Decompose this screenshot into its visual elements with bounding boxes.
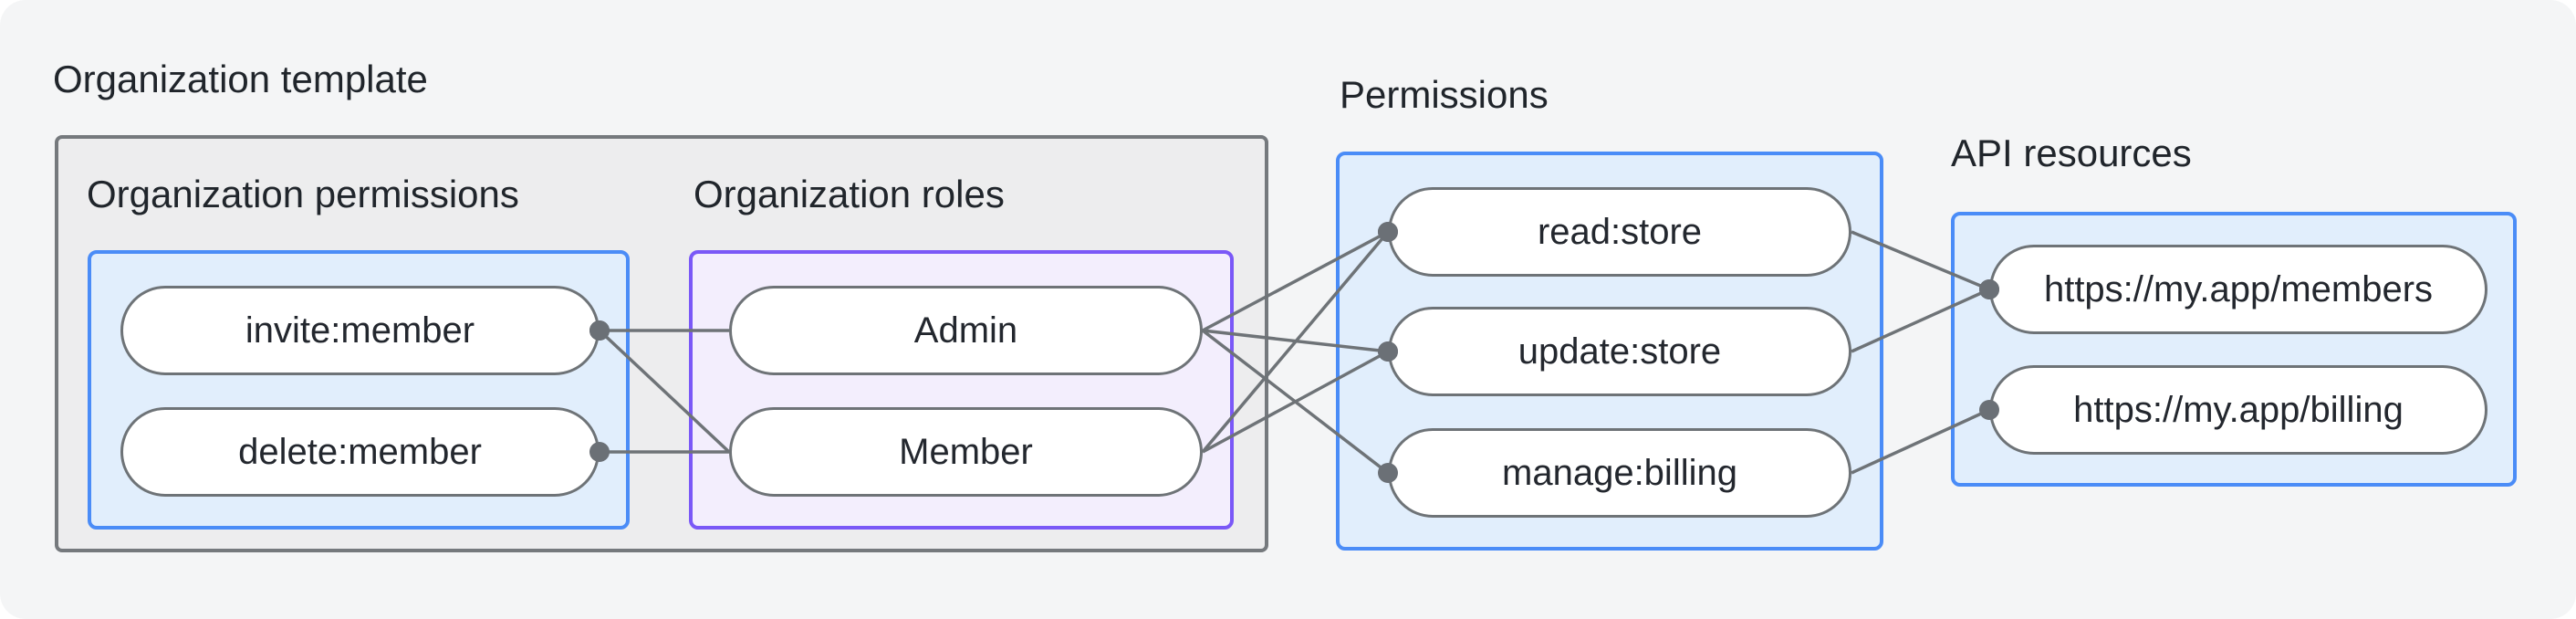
node-update-store: update:store	[1388, 307, 1851, 396]
node-delete-member: delete:member	[120, 407, 600, 497]
permissions-title: Permissions	[1340, 73, 1549, 116]
node-manage-billing: manage:billing	[1388, 428, 1851, 518]
node-api-members-url: https://my.app/members	[1989, 245, 2487, 334]
node-admin-role: Admin	[729, 286, 1203, 375]
node-read-store: read:store	[1388, 187, 1851, 277]
node-invite-member: invite:member	[120, 286, 600, 375]
org-roles-title: Organization roles	[694, 173, 1005, 215]
org-permissions-title: Organization permissions	[87, 173, 519, 215]
node-member-role: Member	[729, 407, 1203, 497]
node-api-billing-url: https://my.app/billing	[1989, 365, 2487, 455]
org-template-title: Organization template	[53, 58, 428, 100]
api-resources-title: API resources	[1951, 131, 2192, 174]
